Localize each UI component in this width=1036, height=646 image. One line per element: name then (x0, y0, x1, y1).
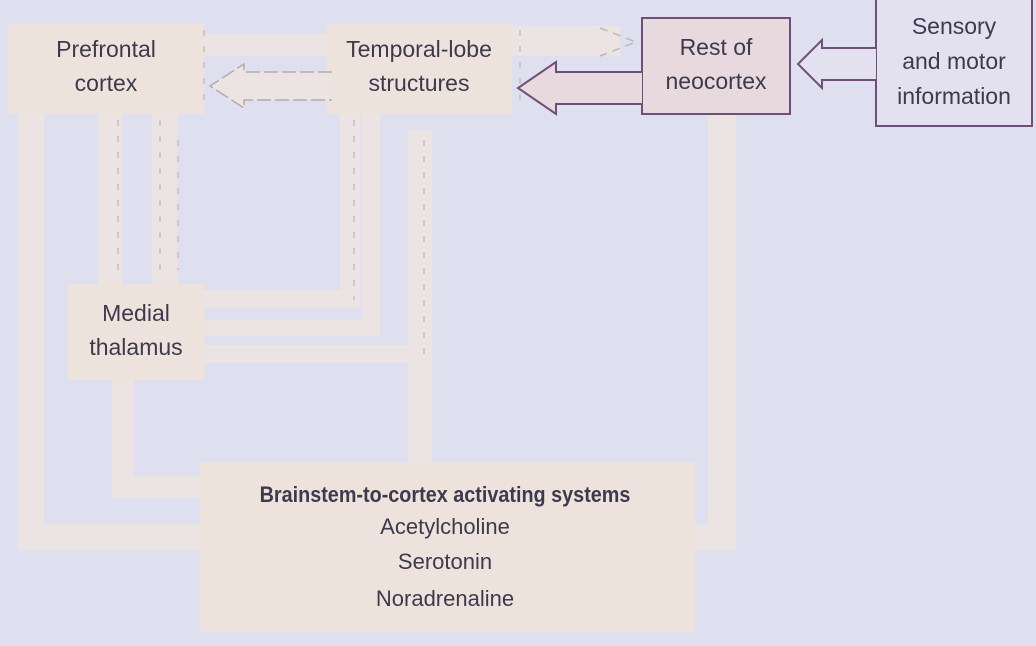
bottom-band-left (18, 524, 218, 550)
brainstem-box (200, 462, 695, 632)
bottom-band-right (690, 524, 736, 550)
inner-bottom-band-left (112, 476, 218, 498)
prefrontal-line2: cortex (74, 70, 138, 96)
thalamus-box (68, 284, 204, 380)
neocortex-label: Rest of neocortex (642, 30, 790, 98)
thalamus-temporal-band-d (362, 110, 380, 336)
temporal-neocortex-band (500, 26, 620, 56)
brainstem-item-noradrenaline: Noradrenaline (375, 586, 515, 611)
prefrontal-label: Prefrontal cortex (8, 32, 204, 100)
thalamus-temporal-band-a (200, 290, 360, 308)
prefrontal-brainstem-band-outer (18, 110, 44, 550)
temporal-line1: Temporal-lobe (346, 36, 492, 62)
prefrontal-line1: Prefrontal (56, 36, 156, 62)
prefrontal-thalamus-band-b (152, 110, 178, 290)
neocortex-line2: neocortex (665, 68, 767, 94)
temporal-label: Temporal-lobe structures (326, 32, 512, 100)
prefrontal-brainstem-band-inner (112, 380, 134, 498)
neocortex-box (641, 17, 791, 115)
sensory-to-neocortex-arrow (796, 37, 876, 91)
temporal-line2: structures (368, 70, 470, 96)
prefrontal-temporal-band (200, 34, 350, 56)
sensory-line2: and motor (902, 48, 1006, 74)
thalamus-line2: thalamus (89, 334, 183, 360)
sensory-line3: information (897, 83, 1011, 109)
neocortex-brainstem-band (708, 110, 736, 550)
brainstem-item-serotonin: Serotonin (397, 549, 493, 574)
neocortex-to-temporal-arrow (516, 60, 642, 116)
pathway-bands (18, 26, 736, 550)
temporal-brainstem-band (408, 130, 432, 480)
neocortex-line1: Rest of (679, 34, 753, 60)
thalamus-temporal-band-c (200, 320, 380, 336)
brainstem-title: Brainstem-to-cortex activating systems (259, 482, 631, 507)
sensory-label: Sensory and motor information (876, 9, 1032, 114)
brainstem-item-acetylcholine: Acetylcholine (380, 514, 510, 539)
thalamus-line1: Medial (102, 300, 170, 326)
faint-lines (117, 30, 521, 360)
thalamus-temporal-band-b (340, 110, 360, 308)
temporal-to-prefrontal-arrow (208, 62, 332, 110)
thalamus-label: Medial thalamus (68, 296, 204, 364)
tan-boxes (8, 24, 695, 632)
thalamus-brainstem-band (200, 345, 430, 363)
sensory-box (875, 0, 1033, 127)
temporal-box (326, 24, 512, 114)
sensory-line1: Sensory (911, 13, 997, 39)
prefrontal-box (8, 24, 204, 114)
